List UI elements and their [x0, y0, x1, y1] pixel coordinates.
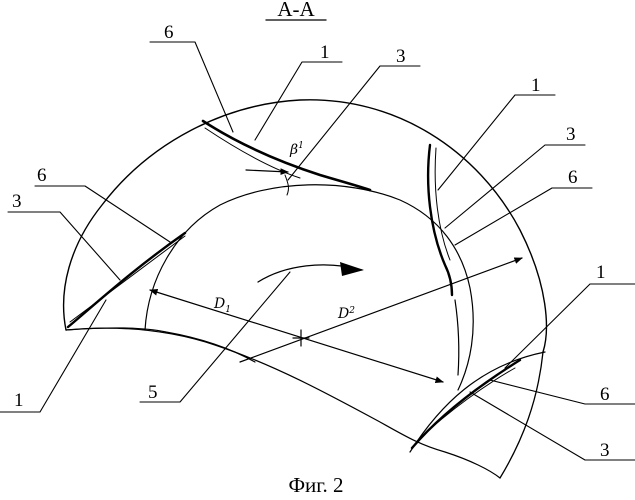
- leader-right-3: [445, 145, 585, 228]
- callout-left-3: 3: [12, 191, 22, 212]
- callout-top-6: 6: [164, 22, 174, 43]
- leader-left-6: [35, 186, 170, 242]
- center-cross: [293, 330, 309, 346]
- callout-left-1: 1: [14, 390, 24, 411]
- inner-hub-contour: [145, 185, 473, 390]
- callout-lower-right-6: 6: [600, 384, 610, 405]
- outer-housing-contour: [64, 100, 547, 352]
- angle-beta-label: β1: [289, 141, 304, 158]
- section-title: А-А: [277, 0, 315, 21]
- base-edge-lower: [66, 328, 500, 478]
- base-edge-right: [410, 352, 545, 452]
- leader-lower-right-1: [505, 284, 635, 368]
- leader-right-1: [438, 95, 555, 190]
- blade-angle-arc: [285, 175, 288, 195]
- diameter-d2-line: [240, 258, 522, 362]
- rotation-arrowhead: [340, 262, 364, 276]
- leader-lower-right-6: [490, 380, 635, 404]
- callout-left-6: 6: [37, 165, 47, 186]
- callout-center-5: 5: [148, 382, 158, 403]
- diameter-d2-label: D2: [337, 306, 355, 322]
- leader-left-3: [8, 212, 120, 280]
- leader-lower-right-3: [470, 392, 635, 460]
- base-edge-left: [66, 328, 255, 362]
- blade-right: [428, 145, 452, 295]
- callout-top-1: 1: [320, 42, 330, 63]
- blade-left-inner-edge: [70, 236, 185, 322]
- callout-right-1: 1: [531, 75, 541, 96]
- leader-center-5: [140, 272, 290, 402]
- callout-lower-right-1: 1: [596, 262, 606, 283]
- callout-right-6: 6: [568, 167, 578, 188]
- leader-top-6: [150, 42, 233, 132]
- callout-lower-right-3: 3: [600, 440, 610, 461]
- callout-right-3: 3: [566, 124, 576, 145]
- blade-lower-right: [412, 360, 520, 448]
- figure-caption: Фиг. 2: [288, 473, 343, 497]
- leader-top-3: [288, 66, 420, 180]
- blade-inner-curve: [455, 300, 459, 375]
- outer-housing-right-edge: [500, 352, 543, 478]
- callout-top-3: 3: [396, 46, 406, 67]
